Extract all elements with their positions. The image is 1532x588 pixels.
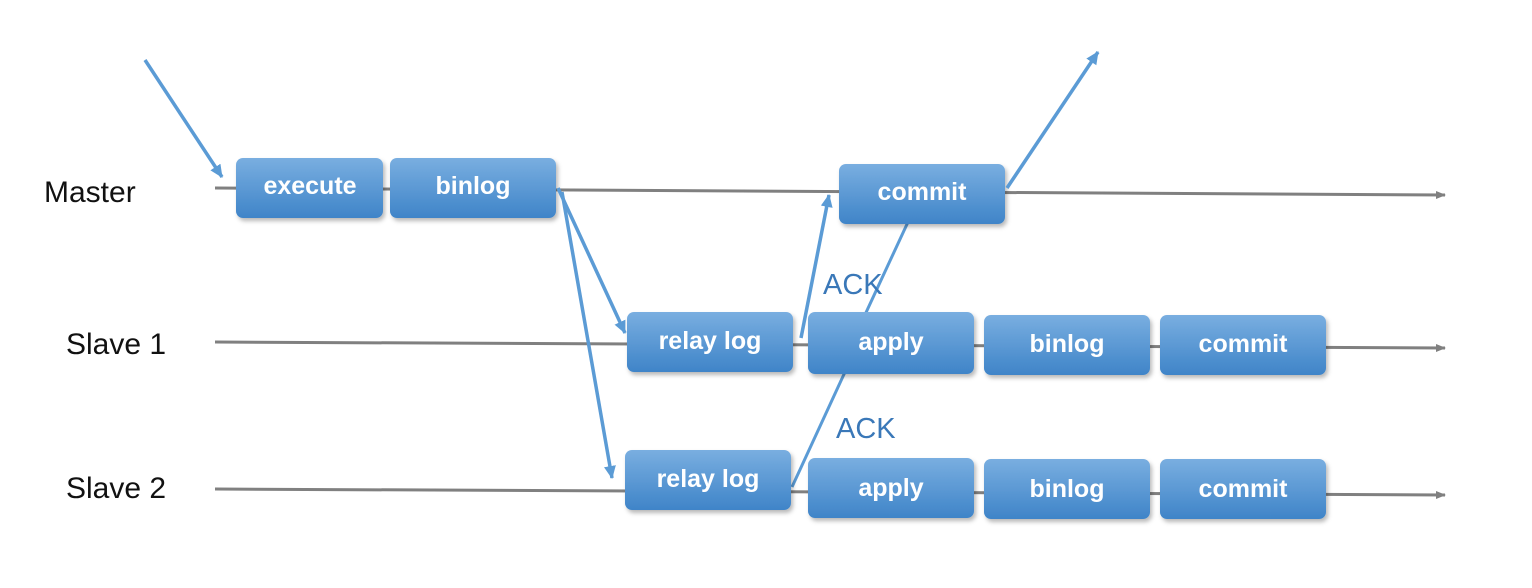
slave1-relay-log-box: relay log <box>627 312 793 372</box>
row-label-slave2: Slave 2 <box>66 472 167 505</box>
slave1-ack-to-commit-arrow <box>799 194 833 339</box>
slave1-commit-box: commit <box>1160 315 1326 375</box>
binlog-to-slave1-relay-arrow <box>556 187 627 334</box>
slave2-binlog-box: binlog <box>984 459 1150 519</box>
row-label-slave1: Slave 1 <box>66 328 167 361</box>
slave1-apply-label: apply <box>858 328 923 356</box>
slave2-commit-label: commit <box>1199 475 1289 503</box>
ack-line-slave2 <box>790 371 847 488</box>
slave2-binlog-label: binlog <box>1030 475 1105 503</box>
slave1-commit-label: commit <box>1199 330 1289 358</box>
slave1-relay-log-label: relay log <box>659 327 762 355</box>
master-commit-label: commit <box>878 178 968 206</box>
slave2-relay-log-label: relay log <box>657 465 760 493</box>
slave2-commit-box: commit <box>1160 459 1326 519</box>
row-label-master: Master <box>44 176 136 209</box>
slave1-binlog-label: binlog <box>1030 330 1105 358</box>
slave1-apply-box: apply <box>808 312 974 374</box>
master-commit-box: commit <box>839 164 1005 224</box>
master-binlog-box: binlog <box>390 158 556 218</box>
incoming-request-arrow <box>143 59 224 178</box>
master-binlog-label: binlog <box>436 172 511 200</box>
ack-label-slave2: ACK <box>836 413 896 445</box>
slave2-apply-box: apply <box>808 458 974 518</box>
master-execute-box: execute <box>236 158 383 218</box>
commit-return-arrow <box>1005 51 1100 189</box>
slave1-binlog-box: binlog <box>984 315 1150 375</box>
master-execute-label: execute <box>263 172 356 200</box>
slave2-apply-label: apply <box>858 474 923 502</box>
ack-label-slave1: ACK <box>823 269 883 301</box>
slave2-relay-log-box: relay log <box>625 450 791 510</box>
binlog-to-slave2-relay-arrow <box>560 191 616 479</box>
